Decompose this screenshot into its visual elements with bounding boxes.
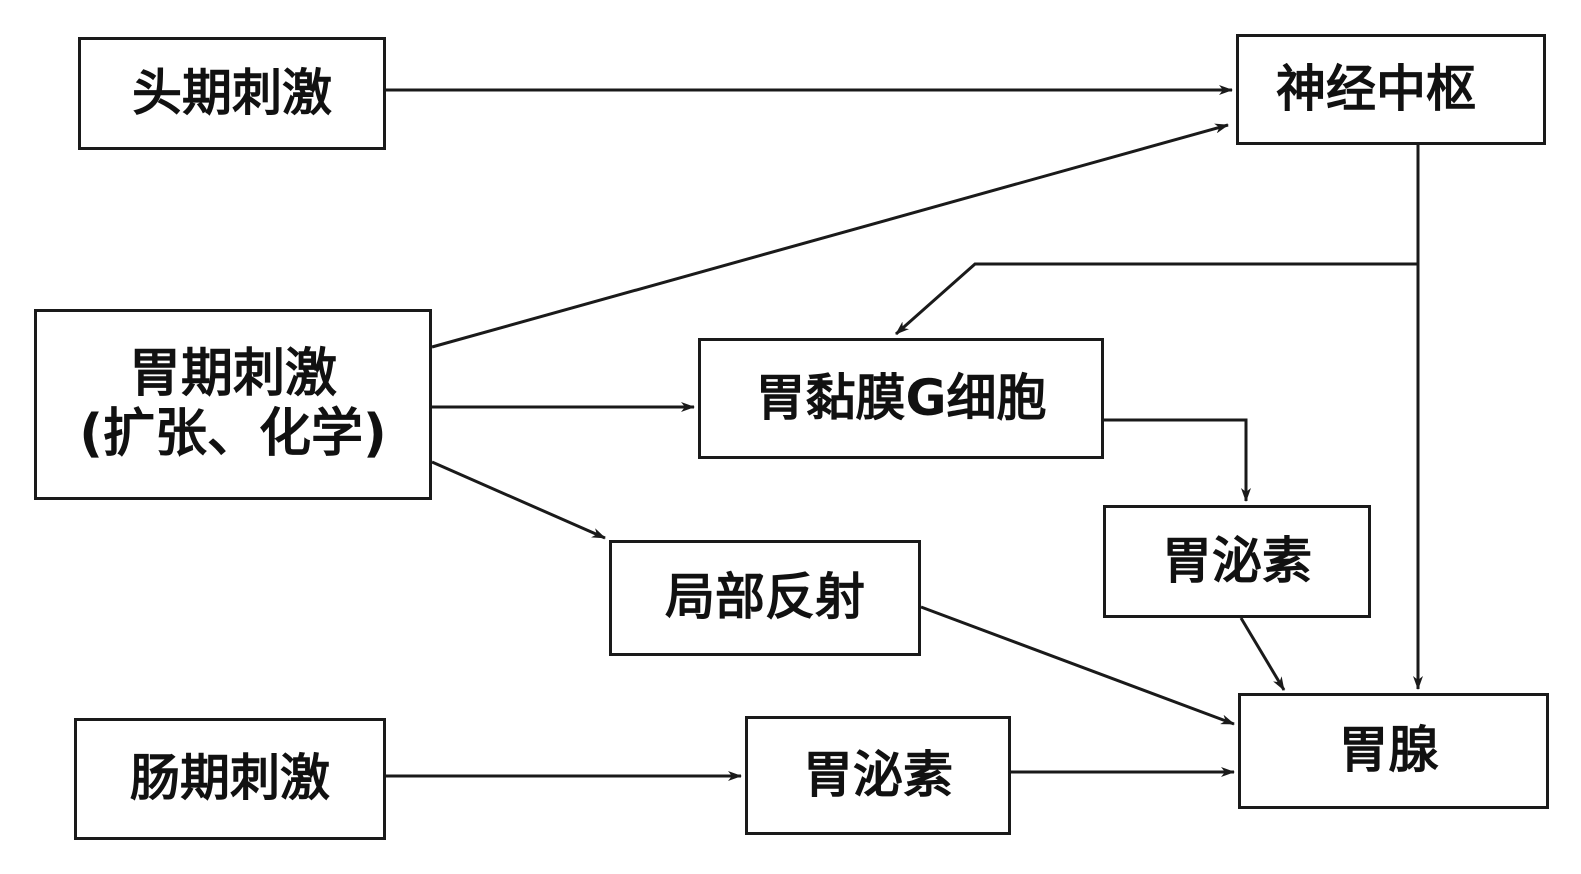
arrow-gastric-to-local: [431, 460, 606, 540]
intestinal-phase-stimulus-label: 肠期刺激: [130, 749, 330, 808]
gastrin-lower-label: 胃泌素: [803, 745, 953, 804]
local-reflex-label: 局部反射: [665, 568, 865, 627]
gastrin-lower-box: 胃泌素: [745, 716, 1011, 835]
local-reflex-box: 局部反射: [609, 540, 921, 656]
head-phase-stimulus-box: 头期刺激: [78, 37, 386, 150]
gastric-phase-stimulus-detail: (扩张、化学): [79, 403, 387, 464]
arrow-local-to-gland: [920, 605, 1235, 726]
g-cell-box: 胃黏膜G细胞: [698, 338, 1104, 459]
arrow-gastrin-to-gland: [1239, 617, 1286, 691]
gastric-gland-box: 胃腺: [1238, 693, 1549, 809]
g-cell-label: 胃黏膜G细胞: [755, 368, 1047, 427]
gastric-phase-stimulus-box: 胃期刺激 (扩张、化学): [34, 309, 432, 500]
arrow-gastric-to-center: [431, 123, 1229, 349]
arrow-center-to-gcell: [895, 262, 1418, 336]
intestinal-phase-stimulus-box: 肠期刺激: [74, 718, 386, 840]
head-phase-stimulus-label: 头期刺激: [132, 63, 332, 122]
gastric-phase-stimulus-label: 胃期刺激: [128, 343, 337, 404]
gastrin-upper-label: 胃泌素: [1162, 531, 1312, 590]
arrow-gcell-to-gastrin: [1104, 418, 1251, 502]
nerve-center-box: 神经中枢: [1236, 34, 1546, 145]
gastrin-upper-box: 胃泌素: [1103, 505, 1371, 618]
gastric-gland-label: 胃腺: [1338, 721, 1439, 780]
nerve-center-label: 神经中枢: [1276, 59, 1476, 118]
